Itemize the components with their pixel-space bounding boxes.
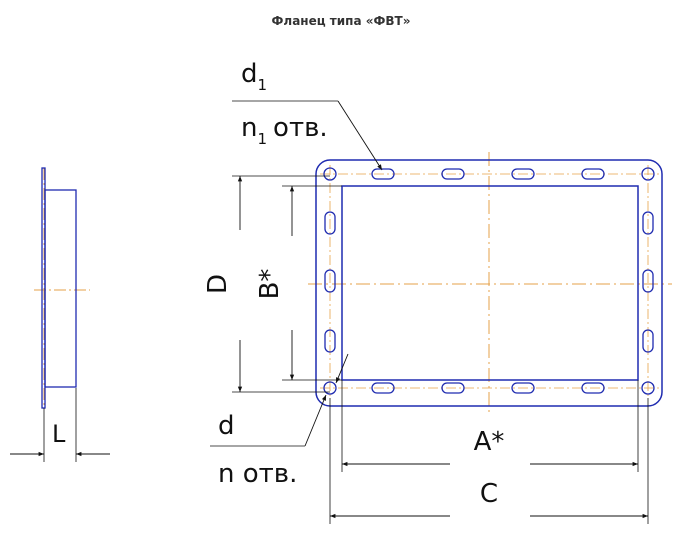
n-holes-label: n отв.	[218, 459, 297, 489]
corner-holes	[323, 167, 655, 395]
d1-label: d1	[241, 59, 267, 94]
left-slots	[324, 211, 336, 353]
flange-outer-outline	[315, 159, 663, 407]
right-slots	[642, 211, 654, 353]
dim-B-label: B*	[255, 269, 285, 300]
bottom-slots	[371, 382, 605, 394]
dim-C-label: C	[480, 479, 498, 509]
side-flange-body	[44, 189, 77, 388]
dim-A-label: A*	[474, 427, 505, 457]
side-view: L	[10, 167, 110, 462]
top-slots	[371, 168, 605, 180]
flange-inner-opening	[341, 185, 639, 381]
dim-D-label: D	[203, 274, 233, 294]
dim-L-label: L	[52, 420, 66, 448]
d-label: d	[218, 411, 235, 441]
drawing-title: Фланец типа «ФВТ»	[271, 14, 411, 28]
